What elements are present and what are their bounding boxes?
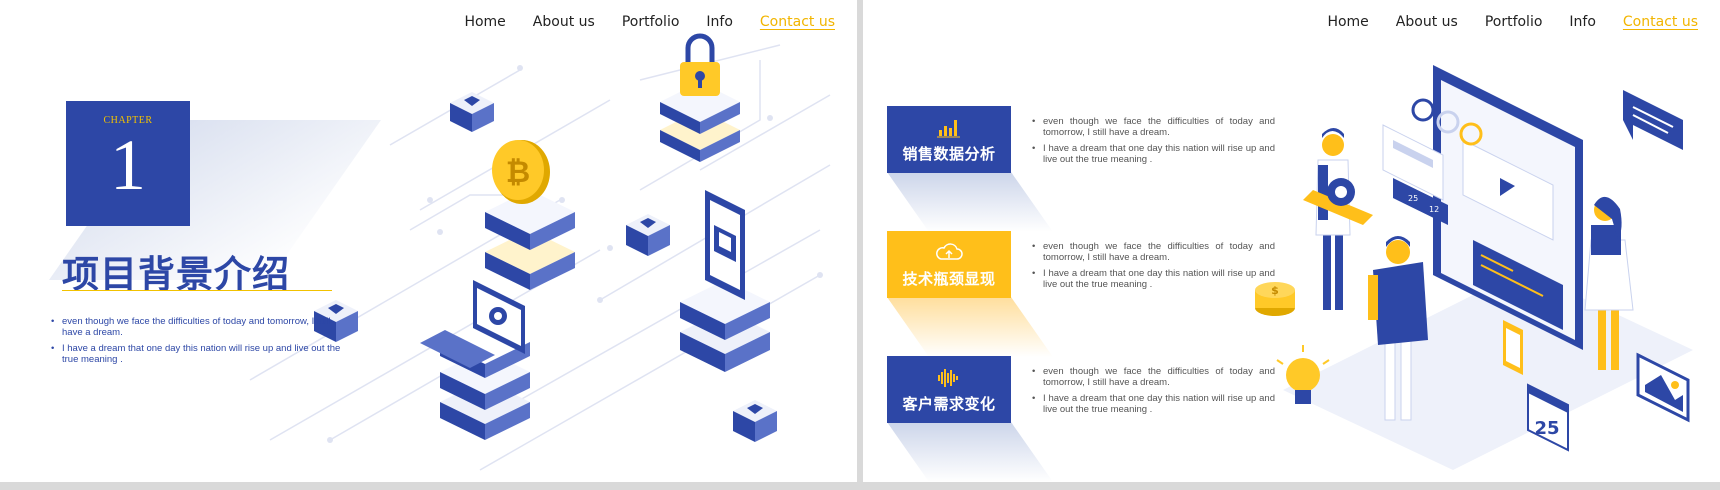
slide1-bullet-list: even though we face the difficulties of …	[51, 316, 347, 370]
list-item: even though we face the difficulties of …	[1032, 116, 1275, 138]
page-title: 项目背景介绍	[62, 253, 290, 296]
nav-info[interactable]: Info	[706, 14, 733, 30]
top-nav: Home About us Portfolio Info Contact us	[464, 14, 835, 30]
list-item: even though we face the difficulties of …	[1032, 366, 1275, 388]
section-bullets-3: even though we face the difficulties of …	[1032, 366, 1275, 420]
bar-chart-icon	[937, 120, 960, 138]
chapter-box: CHAPTER 1	[66, 101, 190, 226]
team-illustration: 25 12 $	[1255, 65, 1693, 470]
cloud-upload-icon	[936, 243, 963, 260]
list-item: even though we face the difficulties of …	[51, 316, 347, 338]
notif-comments: 12	[1429, 205, 1439, 214]
nav-info[interactable]: Info	[1569, 14, 1596, 30]
section-card-customer: 客户需求变化	[887, 356, 1011, 423]
small-stack-1	[450, 92, 494, 132]
svg-text:₿: ₿	[506, 155, 530, 190]
slide-2: 25 12 $	[863, 0, 1720, 482]
nav-contact-us[interactable]: Contact us	[1622, 14, 1698, 30]
calendar-date: 25	[1534, 418, 1559, 439]
list-item: I have a dream that one day this nation …	[1032, 143, 1275, 165]
nav-portfolio[interactable]: Portfolio	[621, 14, 680, 30]
nav-portfolio[interactable]: Portfolio	[1484, 14, 1543, 30]
coin-stack: ₿	[485, 140, 575, 290]
nav-contact-us[interactable]: Contact us	[759, 14, 835, 30]
list-item: I have a dream that one day this nation …	[1032, 393, 1275, 415]
section-card-sales: 销售数据分析	[887, 106, 1011, 173]
coin-symbol: $	[1271, 284, 1279, 297]
section-label: 技术瓶颈显现	[902, 270, 996, 288]
section-label: 客户需求变化	[902, 395, 996, 413]
laptop-stack	[420, 280, 530, 440]
sound-wave-icon	[938, 369, 958, 387]
lock-stack	[660, 33, 740, 162]
section-card-tech: 技术瓶颈显现	[887, 231, 1011, 298]
section-bullets-1: even though we face the difficulties of …	[1032, 116, 1275, 170]
section-label: 销售数据分析	[902, 145, 996, 163]
nav-about-us[interactable]: About us	[532, 14, 595, 30]
nav-home[interactable]: Home	[1327, 14, 1369, 30]
chapter-label: CHAPTER	[103, 115, 153, 126]
nav-home[interactable]: Home	[464, 14, 506, 30]
notif-likes: 25	[1408, 194, 1418, 203]
small-stack-4	[733, 400, 777, 442]
chapter-number: 1	[110, 125, 146, 205]
list-item: I have a dream that one day this nation …	[1032, 268, 1275, 290]
slide-1: ₿	[0, 0, 857, 482]
list-item: even though we face the difficulties of …	[1032, 241, 1275, 263]
list-item: I have a dream that one day this nation …	[51, 343, 347, 365]
phone-stack	[680, 190, 770, 372]
top-nav: Home About us Portfolio Info Contact us	[1327, 14, 1698, 30]
small-stack-2	[626, 214, 670, 256]
section-bullets-2: even though we face the difficulties of …	[1032, 241, 1275, 295]
nav-about-us[interactable]: About us	[1395, 14, 1458, 30]
blockchain-illustration: ₿	[249, 33, 831, 471]
title-underline	[62, 290, 332, 291]
